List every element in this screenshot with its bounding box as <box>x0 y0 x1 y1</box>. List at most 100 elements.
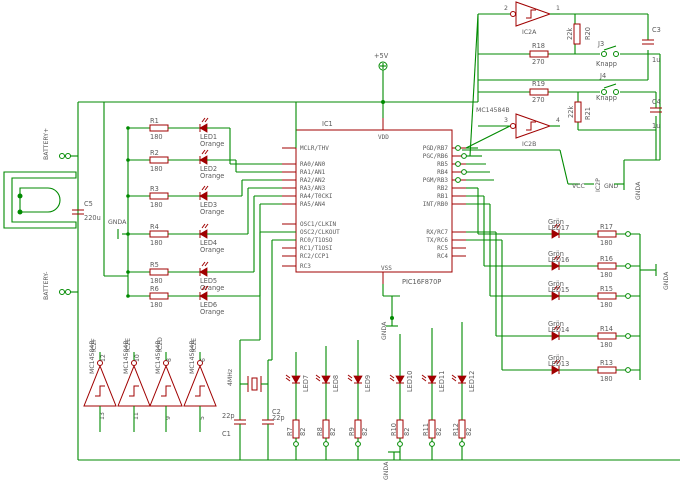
vcc-supply: +5V <box>295 52 478 148</box>
resistor-r6-name: R6 <box>150 285 159 293</box>
gate-ic2b-part: MC14584B <box>476 107 510 114</box>
ic1-pin-rc1-t1osi: RC1/T1OSI <box>300 245 333 252</box>
led-led15-name: LED15 <box>548 286 569 294</box>
resistor-r5-value: 180 <box>150 277 163 285</box>
led-led8-name: LED8 <box>332 375 340 392</box>
led-5-name: LED5 <box>200 277 217 285</box>
r21-value: 22k <box>567 106 575 118</box>
resistor-r14-value: 180 <box>600 341 613 349</box>
gate-ic2a: MC14584BIC2A21 <box>476 0 560 36</box>
gate-4-part: MC14584B <box>189 340 196 374</box>
resistor-r3-name: R3 <box>150 185 159 193</box>
r19-value: 270 <box>532 96 545 104</box>
resistor-r12-value: 82 <box>465 428 473 436</box>
led-2-symbol <box>199 149 209 165</box>
r21-name: R21 <box>584 107 592 120</box>
gate-2-part: MC14584B <box>123 340 130 374</box>
gate-ic2a-pin-in: 1 <box>556 5 560 12</box>
ic1-pin-pgm-rb3: PGM/RB3 <box>423 177 449 184</box>
led-led12-symbol <box>451 374 467 384</box>
ic2p-name: IC2P <box>595 178 602 192</box>
resistor-r2-name: R2 <box>150 149 159 157</box>
ic1-left-pin-labels: MCLR/THVRA0/AN0RA1/AN1RA2/AN2RA3/AN3RA4/… <box>282 145 340 270</box>
top-schmitt-gates: MC14584BIC2A21MC14584BIC2B34 <box>476 0 560 148</box>
led-led16-color: Grön <box>548 250 564 258</box>
resistor-r5-name: R5 <box>150 261 159 269</box>
battery-section: BATTERY+ BATTERY- C5 220u <box>3 101 296 460</box>
gate-ic2a-name: IC2A <box>522 29 537 36</box>
led-5-symbol <box>199 261 209 277</box>
c5-value: 220u <box>84 214 101 222</box>
led-4-symbol <box>199 223 209 239</box>
resistor-r10-value: 82 <box>403 428 411 436</box>
resistor-r15-value: 180 <box>600 301 613 309</box>
gate-1-pin-in: 13 <box>99 412 106 420</box>
led-4-color: Orange <box>200 246 224 254</box>
led-led17-symbol <box>551 223 561 239</box>
resistor-r2-value: 180 <box>150 165 163 173</box>
ic1-pin-ra4-t0cki: RA4/T0CKI <box>300 193 333 200</box>
led-led14-name: LED14 <box>548 326 569 334</box>
led-led8-symbol <box>315 374 331 384</box>
ic1-pin-int-rb0: INT/RB0 <box>423 201 449 208</box>
ic1-pin-pgd-rb7: PGD/RB7 <box>423 145 449 152</box>
ic1-pin-ra3-an3: RA3/AN3 <box>300 185 326 192</box>
c4-name: C4 <box>652 98 661 106</box>
led-3-color: Orange <box>200 208 224 216</box>
ic1-vss-label: VSS <box>381 265 392 272</box>
led-led17-color: Grön <box>548 218 564 226</box>
gate-ic2b-pin-in: 4 <box>556 117 560 124</box>
ic2p-gnd: GND <box>604 183 618 190</box>
led-led13-color: Grön <box>548 354 564 362</box>
j4-label: Knapp <box>596 94 617 102</box>
resistor-r14-name: R14 <box>600 325 613 333</box>
ic1-pin-rb5: RB5 <box>437 161 448 168</box>
led-led10-symbol <box>389 374 405 384</box>
gate-ic2b-pin-out: 3 <box>504 117 508 124</box>
ic1-vdd-label: VDD <box>378 134 389 141</box>
resistor-r17-name: R17 <box>600 223 613 231</box>
resistor-r10-name: R10 <box>390 423 398 436</box>
led-1-name: LED1 <box>200 133 217 141</box>
left-row-5: R5 180 LED5 Orange <box>126 195 282 292</box>
r20-name: R20 <box>584 27 592 40</box>
crystal-section: 4MHz C1 22p C2 22p <box>222 231 296 460</box>
ic1-pin-pgc-rb6: PGC/RB6 <box>423 153 449 160</box>
led-led13-symbol <box>551 359 561 375</box>
led-2-name: LED2 <box>200 165 217 173</box>
led-led14-color: Grön <box>548 320 564 328</box>
resistor-r15-name: R15 <box>600 285 613 293</box>
resistor-r8-value: 82 <box>329 428 337 436</box>
resistor-r1-value: 180 <box>150 133 163 141</box>
gate-3-name: IC2D <box>157 337 164 352</box>
ic1-pin-rc5: RC5 <box>437 245 448 252</box>
r20-value: 22k <box>566 28 574 40</box>
resistor-r7-value: 82 <box>299 428 307 436</box>
ic1-pin-osc2-clkout: OSC2/CLKOUT <box>300 229 340 236</box>
r18-value: 270 <box>532 58 545 66</box>
c2-name: C2 <box>272 408 281 416</box>
led-1-symbol <box>199 117 209 133</box>
r19-name: R19 <box>532 80 545 88</box>
gate-2-name: IC2E <box>125 338 132 352</box>
led-led15-symbol <box>551 285 561 301</box>
resistor-r11-name: R11 <box>422 423 430 436</box>
led-led17-name: LED17 <box>548 224 569 232</box>
resistor-r16-value: 180 <box>600 271 613 279</box>
gate-3-part: MC14584B <box>155 340 162 374</box>
resistor-r9-name: R9 <box>348 427 356 436</box>
